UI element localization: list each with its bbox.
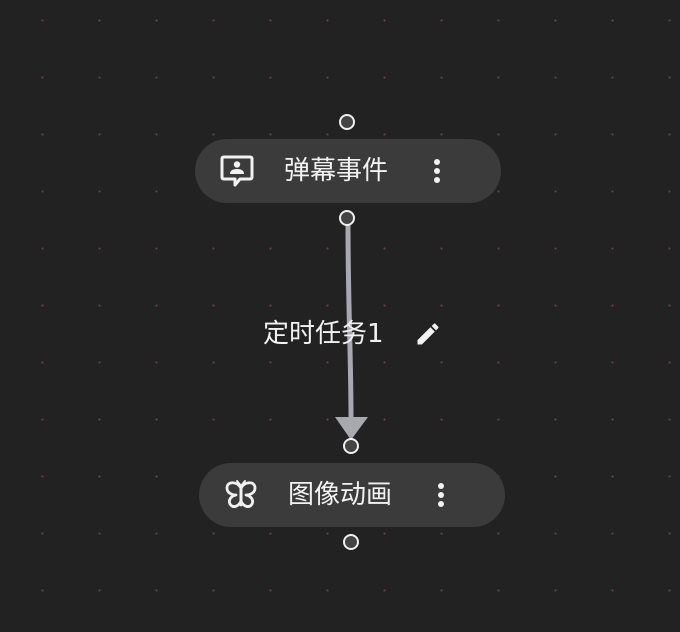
node-animation-label: 图像动画 — [288, 480, 393, 510]
node-animation-more-icon[interactable] — [431, 481, 451, 509]
node-danmaku-event[interactable]: 弹幕事件 — [195, 139, 501, 203]
butterfly-icon — [225, 480, 257, 508]
node-danmaku-label: 弹幕事件 — [284, 156, 389, 186]
node-animation-input-port[interactable] — [343, 438, 359, 454]
node-image-animation[interactable]: 图像动画 — [199, 463, 505, 527]
pencil-icon[interactable] — [414, 320, 442, 348]
connection-edge[interactable] — [345, 223, 354, 421]
node-animation-output-port[interactable] — [343, 534, 359, 550]
edge-label: 定时任务1 — [263, 319, 384, 349]
node-danmaku-more-icon[interactable] — [427, 157, 447, 185]
node-danmaku-input-port[interactable] — [339, 114, 355, 130]
node-danmaku-output-port[interactable] — [339, 210, 355, 226]
edge-arrowhead — [335, 417, 368, 440]
danmaku-chat-icon — [220, 155, 254, 187]
